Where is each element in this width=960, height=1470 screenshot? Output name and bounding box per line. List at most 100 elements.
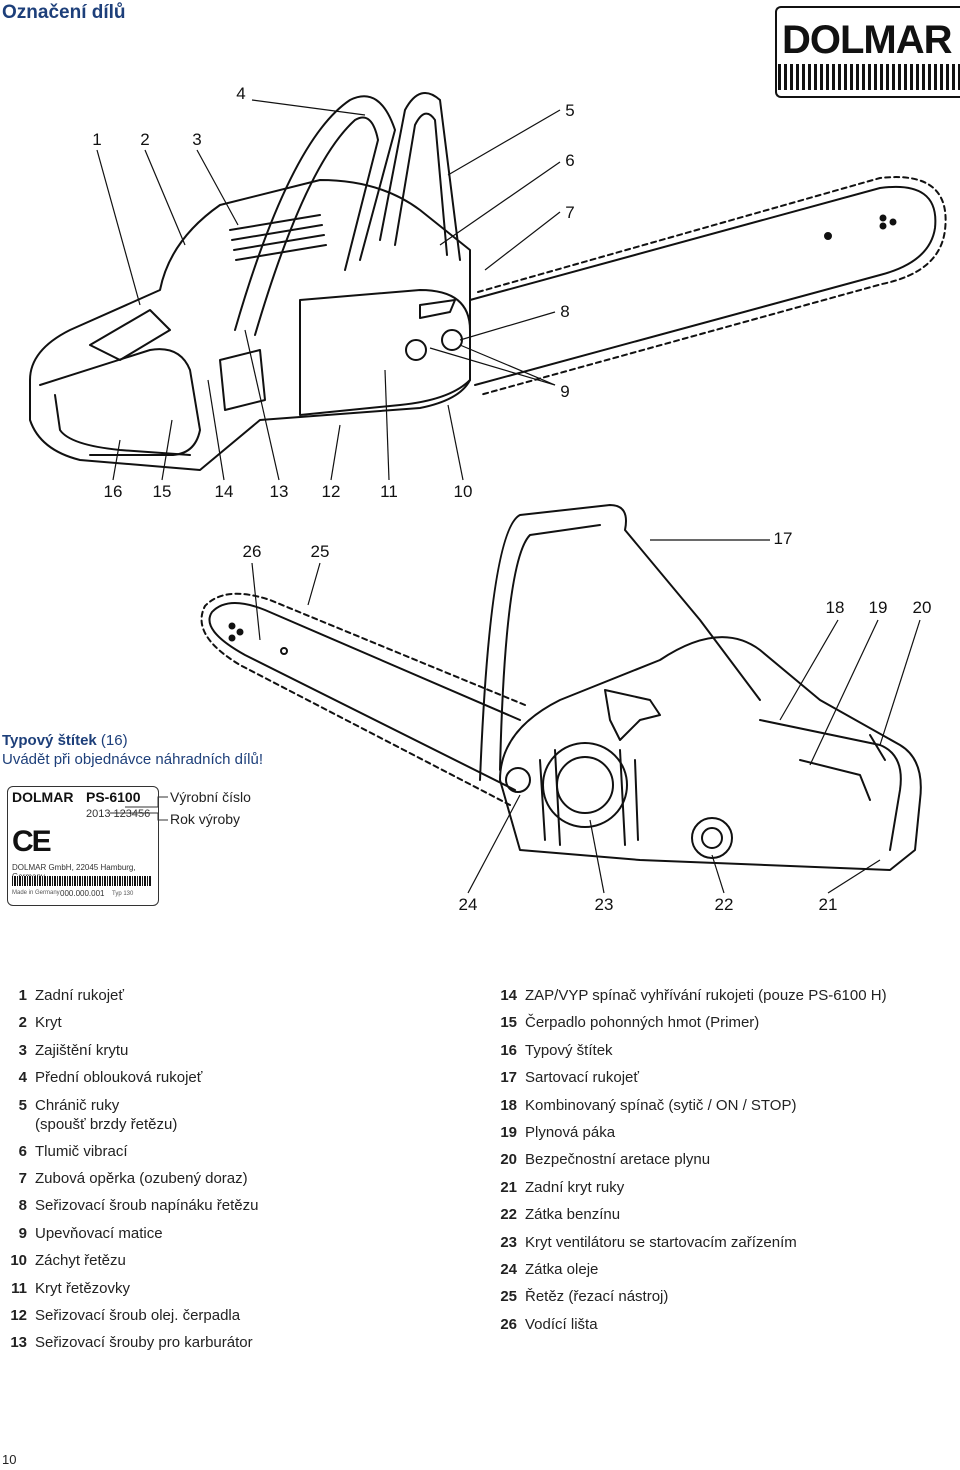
legend-num: 16 (500, 1041, 517, 1059)
legend-item: 9 Upevňovací matice (0, 1224, 258, 1251)
callout-26: 26 (242, 542, 262, 561)
legend-text-line1: Chránič ruky (35, 1096, 120, 1114)
legend-item: 16 Typový štítek (490, 1041, 887, 1068)
legend-text: Chránič ruky(spoušť brzdy řetězu) (35, 1096, 177, 1142)
callout-1: 1 (92, 130, 102, 149)
callout-16: 16 (103, 482, 123, 501)
plate-brand: DOLMAR (12, 789, 74, 805)
legend-text: Sartovací rukojeť (525, 1069, 640, 1087)
rating-plate-subheading: Uvádět při objednávce náhradních dílů! (2, 751, 264, 768)
rating-plate-heading-ref: (16) (96, 732, 128, 749)
legend-text: Zadní rukojeť (35, 987, 125, 1004)
legend-text: Přední oblouková rukojeť (35, 1069, 203, 1087)
top-chainsaw-drawing (29, 91, 947, 471)
legend-item: 13 Seřizovací šrouby pro karburátor (0, 1333, 258, 1360)
legend-num: 14 (500, 987, 517, 1004)
plate-type: Typ 130 (112, 891, 134, 897)
callout-25: 25 (310, 542, 330, 561)
legend-item: 3 Zajištění krytu (0, 1041, 258, 1068)
plate-serial: 2013 123456 (86, 808, 151, 820)
callout-8: 8 (560, 302, 570, 321)
legend-num: 2 (18, 1014, 27, 1032)
legend-item: 11 Kryt řetězovky (0, 1279, 258, 1306)
callout-17: 17 (773, 529, 793, 548)
bottom-chainsaw-drawing (200, 504, 922, 871)
legend-num: 5 (18, 1096, 27, 1114)
callout-14: 14 (214, 482, 234, 501)
legend-num: 9 (18, 1224, 27, 1242)
legend-num: 25 (500, 1288, 517, 1306)
ce-mark-icon: CE (12, 825, 52, 858)
legend-num: 26 (500, 1315, 517, 1333)
label-year: Rok výroby (170, 811, 241, 827)
chainsaw-illustrations (29, 91, 947, 894)
legend-right: 14 ZAP/VYP spínač vyhřívání rukojeti (pou… (490, 986, 887, 1342)
page-number: 10 (2, 1452, 17, 1467)
legend-num: 20 (500, 1151, 517, 1169)
legend-item: 4 Přední oblouková rukojeť (0, 1068, 258, 1095)
legend-num: 1 (18, 987, 27, 1004)
legend-text: Zadní kryt ruky (525, 1178, 625, 1196)
legend-text: Vodící lišta (525, 1315, 598, 1333)
legend-num: 21 (500, 1178, 517, 1196)
legend-text: Zátka oleje (525, 1260, 599, 1278)
legend-text: Typový štítek (525, 1041, 613, 1059)
legend-num: 7 (18, 1169, 27, 1187)
legend-text: Kryt řetězovky (35, 1279, 131, 1297)
legend-item: 19 Plynová páka (490, 1123, 887, 1150)
legend-text: ZAP/VYP spínač vyhřívání rukojeti (pouze… (525, 987, 887, 1004)
legend-item: 7 Zubová opěrka (ozubený doraz) (0, 1169, 258, 1196)
barcode-icon (12, 876, 152, 886)
rating-plate-heading-bold: Typový štítek (2, 732, 97, 749)
callout-21: 21 (818, 895, 838, 914)
legend-num: 22 (500, 1206, 517, 1224)
callout-9: 9 (560, 382, 570, 401)
legend-item: 6 Tlumič vibrací (0, 1142, 258, 1169)
legend-text: Zubová opěrka (ozubený doraz) (35, 1169, 248, 1187)
legend-num: 4 (18, 1069, 27, 1087)
logo-stripes (778, 64, 960, 90)
legend-item: 26 Vodící lišta (490, 1315, 887, 1342)
plate-leader-lines (110, 796, 168, 821)
legend-num: 3 (18, 1041, 27, 1059)
plate-made-in: Made in Germany (12, 890, 60, 896)
legend-text: Upevňovací matice (35, 1224, 163, 1242)
legend-text: Seřizovací šroub olej. čerpadla (35, 1306, 241, 1324)
rating-plate-heading: Typový štítek (16) Uvádět při objednávce… (2, 731, 263, 769)
callout-23: 23 (594, 895, 614, 914)
callout-13: 13 (269, 482, 289, 501)
legend-num: 11 (11, 1279, 27, 1297)
callout-7: 7 (565, 203, 575, 222)
legend-num: 13 (10, 1334, 27, 1352)
legend-num: 8 (18, 1197, 27, 1215)
callout-20: 20 (912, 598, 932, 617)
legend-text: Seřizovací šroub napínáku řetězu (35, 1197, 259, 1215)
legend-num: 12 (10, 1306, 27, 1324)
legend-num: 19 (500, 1123, 517, 1141)
callout-2: 2 (140, 130, 150, 149)
callout-22: 22 (714, 895, 734, 914)
legend-num: 6 (18, 1142, 27, 1160)
legend-text: Seřizovací šrouby pro karburátor (35, 1334, 253, 1352)
legend-num: 23 (500, 1233, 517, 1251)
legend-text: Plynová páka (525, 1123, 616, 1141)
legend-text: Bezpečnostní aretace plynu (525, 1151, 711, 1169)
callout-15: 15 (152, 482, 172, 501)
plate-model: PS-6100 (86, 789, 141, 805)
callout-5: 5 (565, 101, 575, 120)
callout-11: 11 (380, 482, 398, 501)
legend-text: Tlumič vibrací (35, 1142, 128, 1160)
legend-text: Kombinovaný spínač (sytič / ON / STOP) (525, 1096, 797, 1114)
legend-text: Zajištění krytu (35, 1041, 129, 1059)
callout-3: 3 (192, 130, 202, 149)
legend-item: 20 Bezpečnostní aretace plynu (490, 1150, 887, 1177)
